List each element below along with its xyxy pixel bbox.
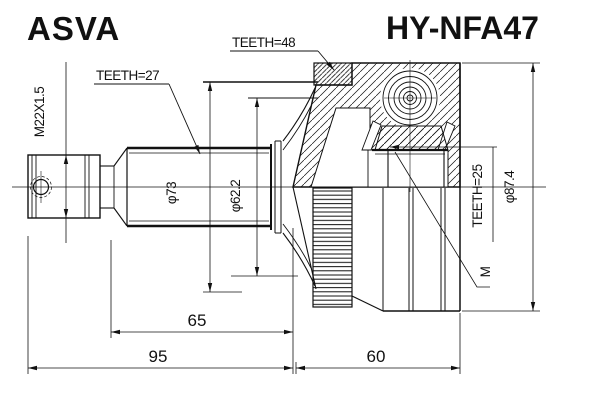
marking-m-label: M (478, 266, 493, 277)
dim-95-label: 95 (149, 347, 168, 366)
inner-race-teeth-label: TEETH=25 (470, 164, 485, 227)
dim-65-label: 65 (188, 311, 207, 330)
thread-spec-label: M22X1.5 (32, 87, 47, 138)
callout-teeth-25: TEETH=25 (390, 144, 497, 242)
dim-95: 95 (27, 228, 294, 374)
housing-exterior-bottom (292, 63, 461, 312)
abs-ring-section (313, 62, 353, 86)
shaft-teeth-label: TEETH=27 (96, 68, 159, 83)
abs-ring-teeth-band (312, 187, 353, 308)
boot-clamp (274, 87, 316, 287)
dim-65: 65 (110, 240, 293, 338)
boot-curve-top-outer (282, 87, 316, 142)
dim-thread-spec: M22X1.5 (32, 62, 69, 243)
inner-race (374, 125, 449, 151)
abs-ring-teeth-label: TEETH=48 (232, 35, 295, 50)
spline-shaft (126, 144, 272, 230)
callout-marking-m: M (394, 151, 493, 288)
dim-60-label: 60 (367, 347, 386, 366)
dim-dia-87-4: φ87.4 (462, 62, 540, 312)
cage-wedge-left (361, 120, 382, 151)
dim-dia-73: φ73 (164, 81, 318, 293)
thread-end (27, 154, 101, 219)
dim-dia-62-2: φ62.2 (228, 97, 318, 277)
part-number-text: HY-NFA47 (386, 10, 539, 46)
brand-logo-text: ASVA (27, 10, 120, 47)
callout-teeth-48: TEETH=48 (230, 35, 335, 71)
dia-62-2-label: φ62.2 (228, 180, 243, 213)
shaft-neck (100, 147, 128, 227)
callout-teeth-27: TEETH=27 (94, 68, 201, 155)
dia-73-label: φ73 (164, 182, 179, 204)
dia-87-4-label: φ87.4 (502, 170, 517, 204)
boot-curve-bottom-outer (282, 232, 316, 287)
dim-60: 60 (295, 313, 461, 374)
